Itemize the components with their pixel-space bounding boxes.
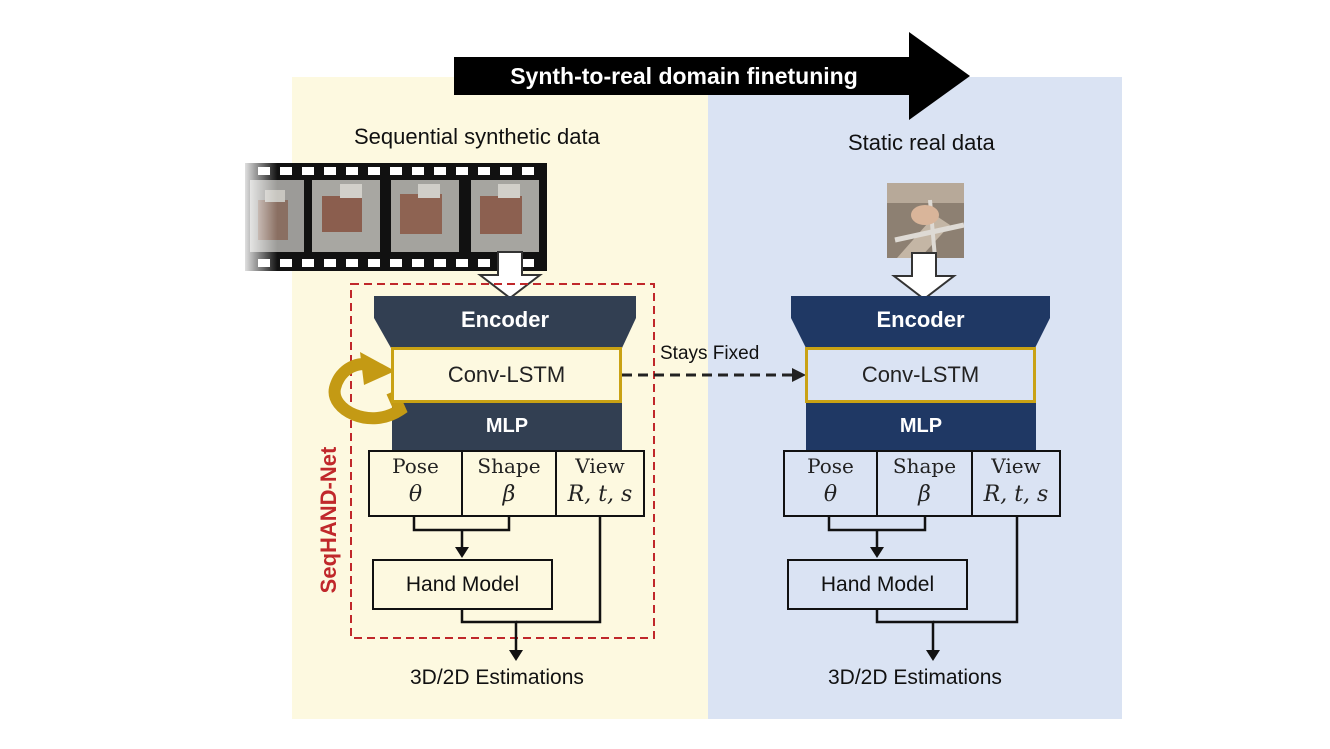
shape-symbol: β [502,482,516,507]
left-output-label: 3D/2D Estimations [410,666,584,689]
right-hand-model: Hand Model [787,559,968,610]
shape-label: Shape [892,454,957,478]
left-mlp: MLP [485,414,529,437]
right-pose-box: Pose θ [783,450,878,517]
banner-label: Synth-to-real domain finetuning [510,63,858,89]
right-encoder: Encoder [876,307,965,332]
right-shape-box: Shape β [876,450,973,517]
left-pose-box: Pose θ [368,450,463,517]
shape-label: Shape [477,454,541,478]
left-hand-model: Hand Model [372,559,553,610]
seqhand-net-label: SeqHAND-Net [316,446,341,594]
stays-fixed-label: Stays Fixed [660,343,760,364]
left-view-box: View R, t, s [555,450,645,517]
view-symbol: R, t, s [983,482,1049,507]
view-symbol: R, t, s [567,482,633,507]
view-label: View [575,454,625,478]
pose-label: Pose [392,454,439,478]
right-view-box: View R, t, s [971,450,1061,517]
view-label: View [991,454,1041,478]
left-encoder: Encoder [460,307,550,332]
right-heading: Static real data [848,130,995,155]
right-conv-lstm: Conv-LSTM [805,347,1036,403]
left-conv-lstm: Conv-LSTM [391,347,622,403]
right-mlp: MLP [899,414,943,437]
pose-symbol: θ [408,482,423,507]
domain-finetuning-arrow [454,32,970,120]
left-heading: Sequential synthetic data [354,124,600,149]
right-output-label: 3D/2D Estimations [828,666,1002,689]
left-shape-box: Shape β [461,450,557,517]
pose-label: Pose [807,454,854,478]
pose-symbol: θ [823,482,838,507]
shape-symbol: β [918,482,931,507]
